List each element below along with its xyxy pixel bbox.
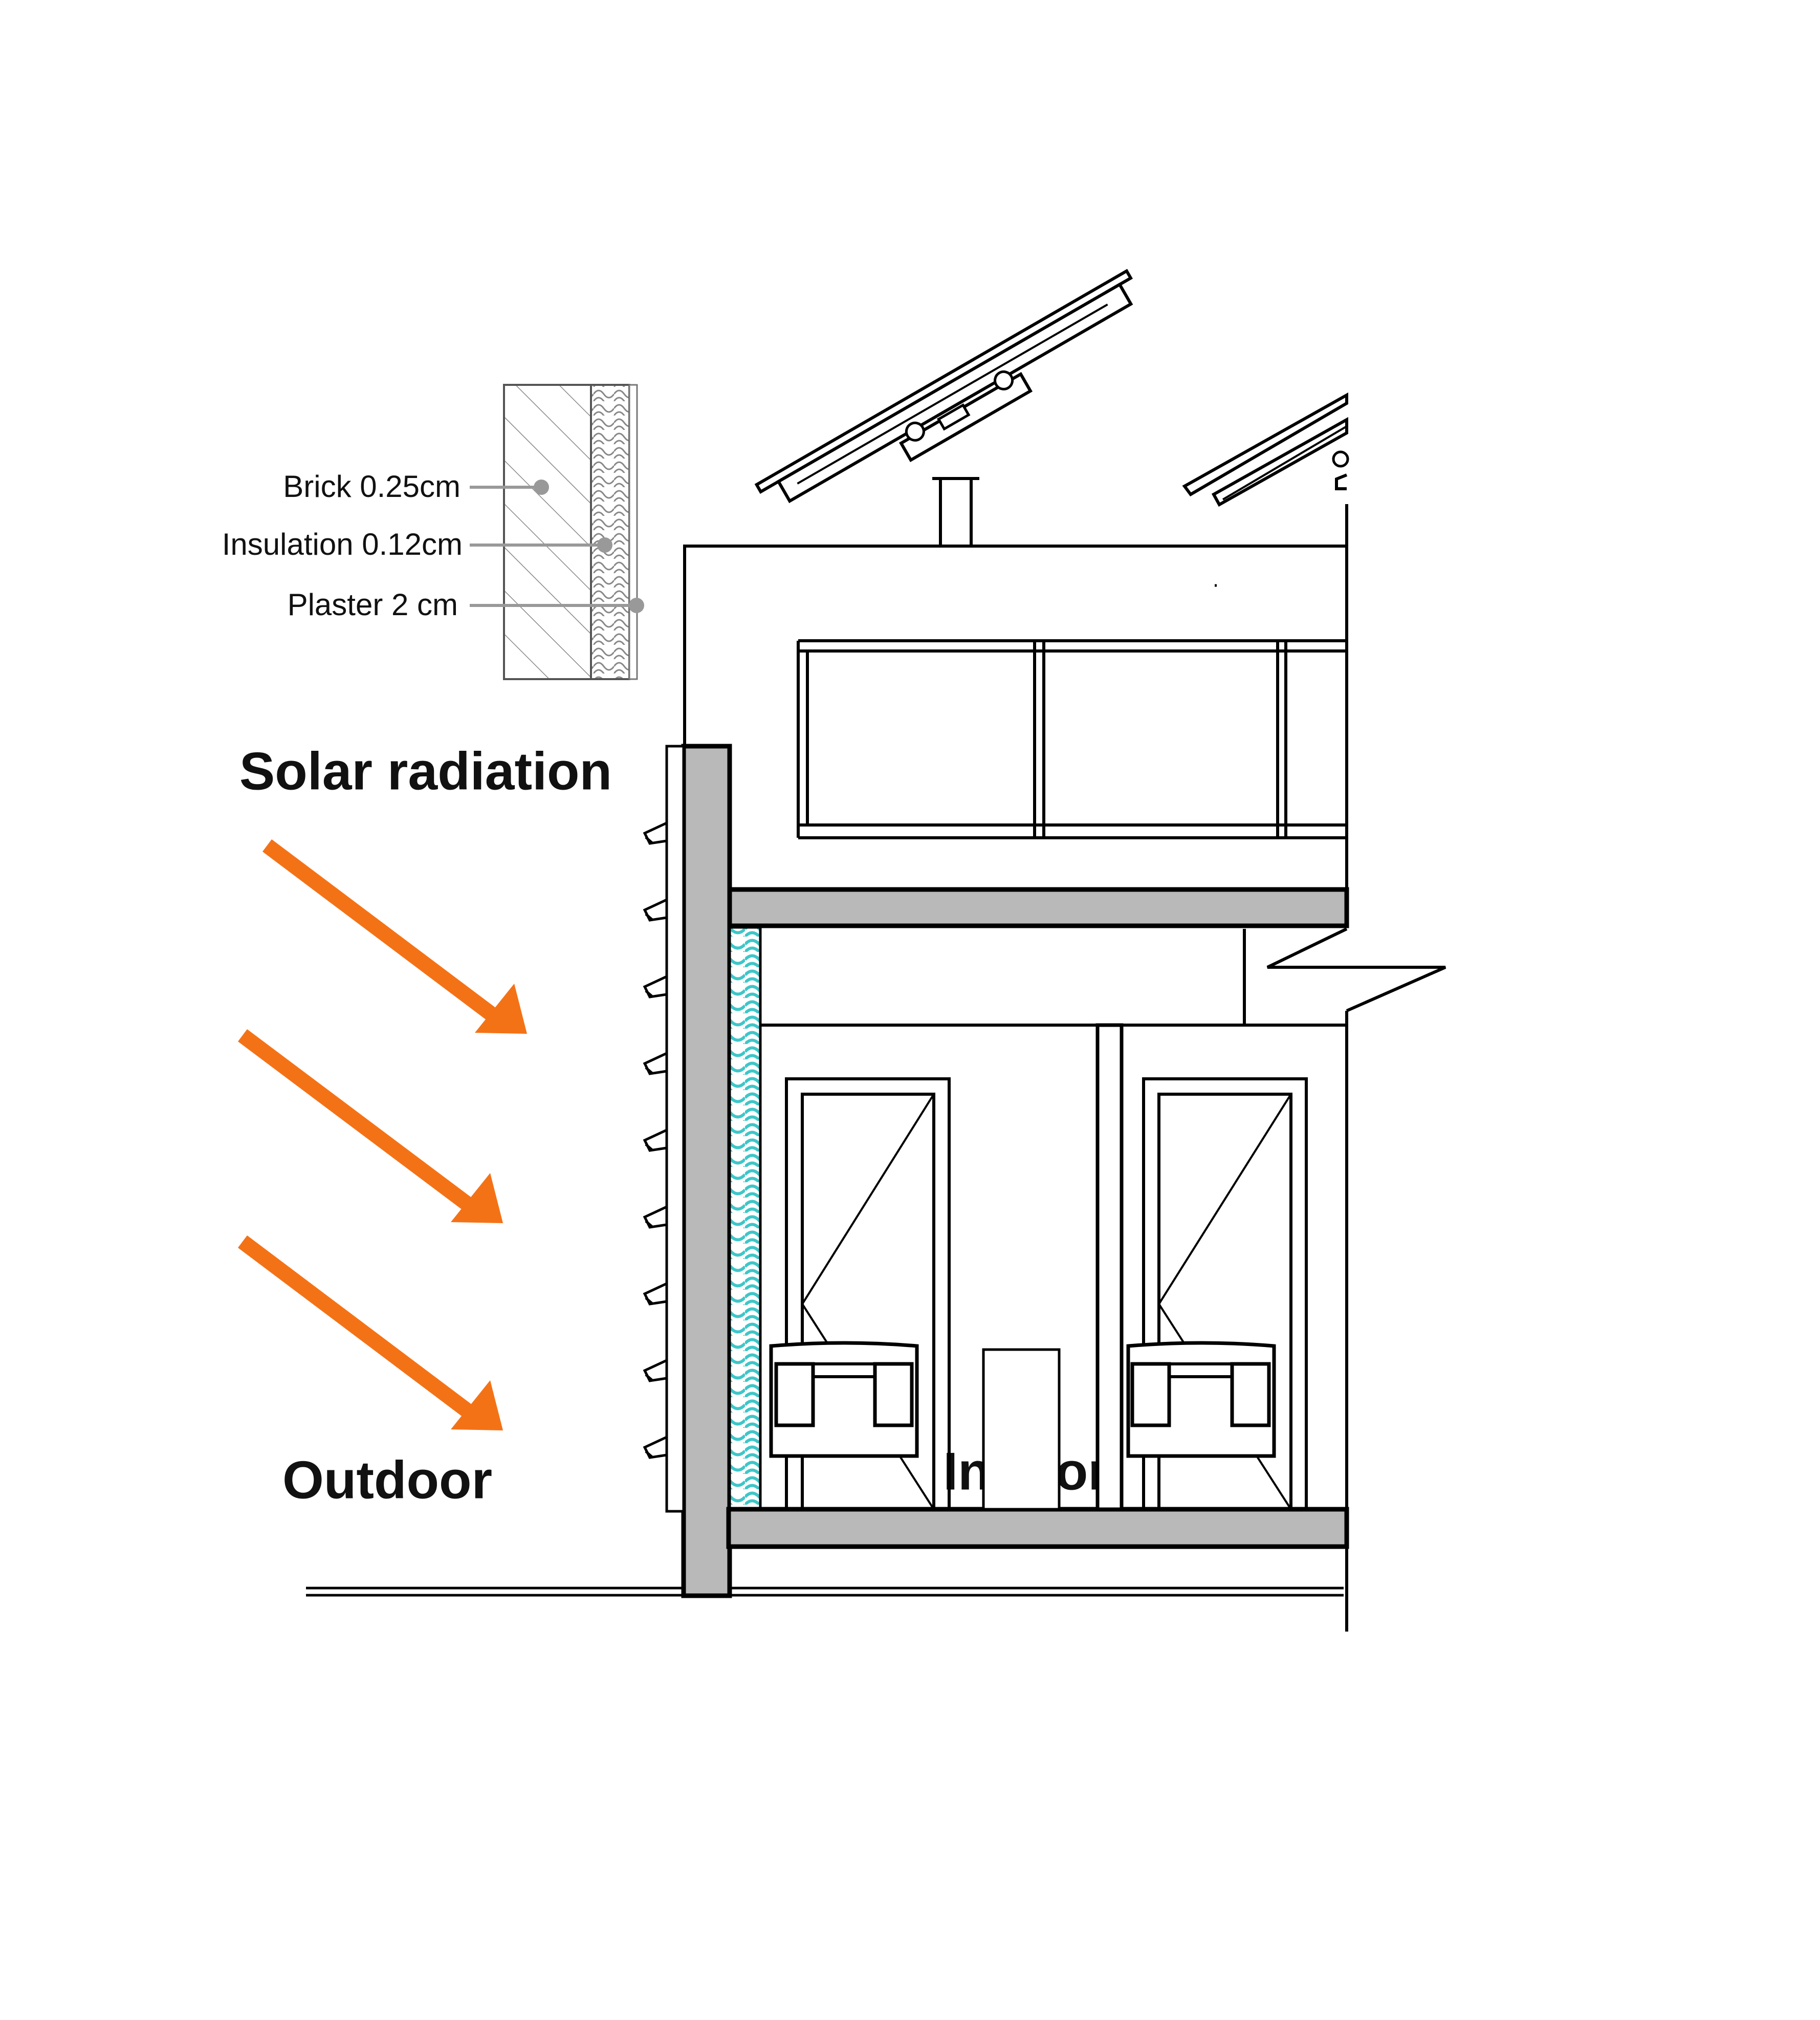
right-window <box>1142 1077 1308 1511</box>
outer-cladding <box>665 745 685 1513</box>
upper-floor-wall <box>683 504 1348 926</box>
leader-dot-plaster <box>629 598 644 613</box>
solar-arrow-1 <box>262 839 527 1034</box>
solar-panel-partial <box>1182 392 1349 507</box>
label-insulation: Insulation 0.12cm <box>222 527 463 561</box>
label-plaster: Plaster 2 cm <box>288 588 458 622</box>
right-chair <box>1126 1341 1276 1458</box>
leader-brick <box>470 480 549 495</box>
leader-dot-brick <box>534 480 549 495</box>
leader-plaster <box>470 598 644 613</box>
interior-column <box>1095 1023 1124 1511</box>
wall-layer-detail <box>503 384 638 680</box>
center-cabinet <box>982 1348 1061 1511</box>
insulation-layer <box>728 926 762 1511</box>
ground-slab <box>726 1507 1349 1549</box>
solar-panel-main <box>754 269 1133 548</box>
left-chair <box>769 1341 919 1458</box>
solar-arrow-2 <box>238 1029 503 1223</box>
lower-floor-structure <box>760 927 1446 1632</box>
upper-window <box>797 639 1347 839</box>
facade-clips <box>643 821 668 1459</box>
leader-insulation <box>470 537 612 553</box>
solar-arrow-3 <box>237 1235 503 1430</box>
label-brick: Brick 0.25cm <box>283 469 461 504</box>
leader-dot-insulation <box>597 537 612 553</box>
label-solar-radiation: Solar radiation <box>239 742 612 801</box>
label-outdoor: Outdoor <box>282 1450 492 1510</box>
exterior-wall <box>681 744 732 1598</box>
intermediate-slab <box>726 887 1349 928</box>
ground-line <box>306 1587 1344 1597</box>
